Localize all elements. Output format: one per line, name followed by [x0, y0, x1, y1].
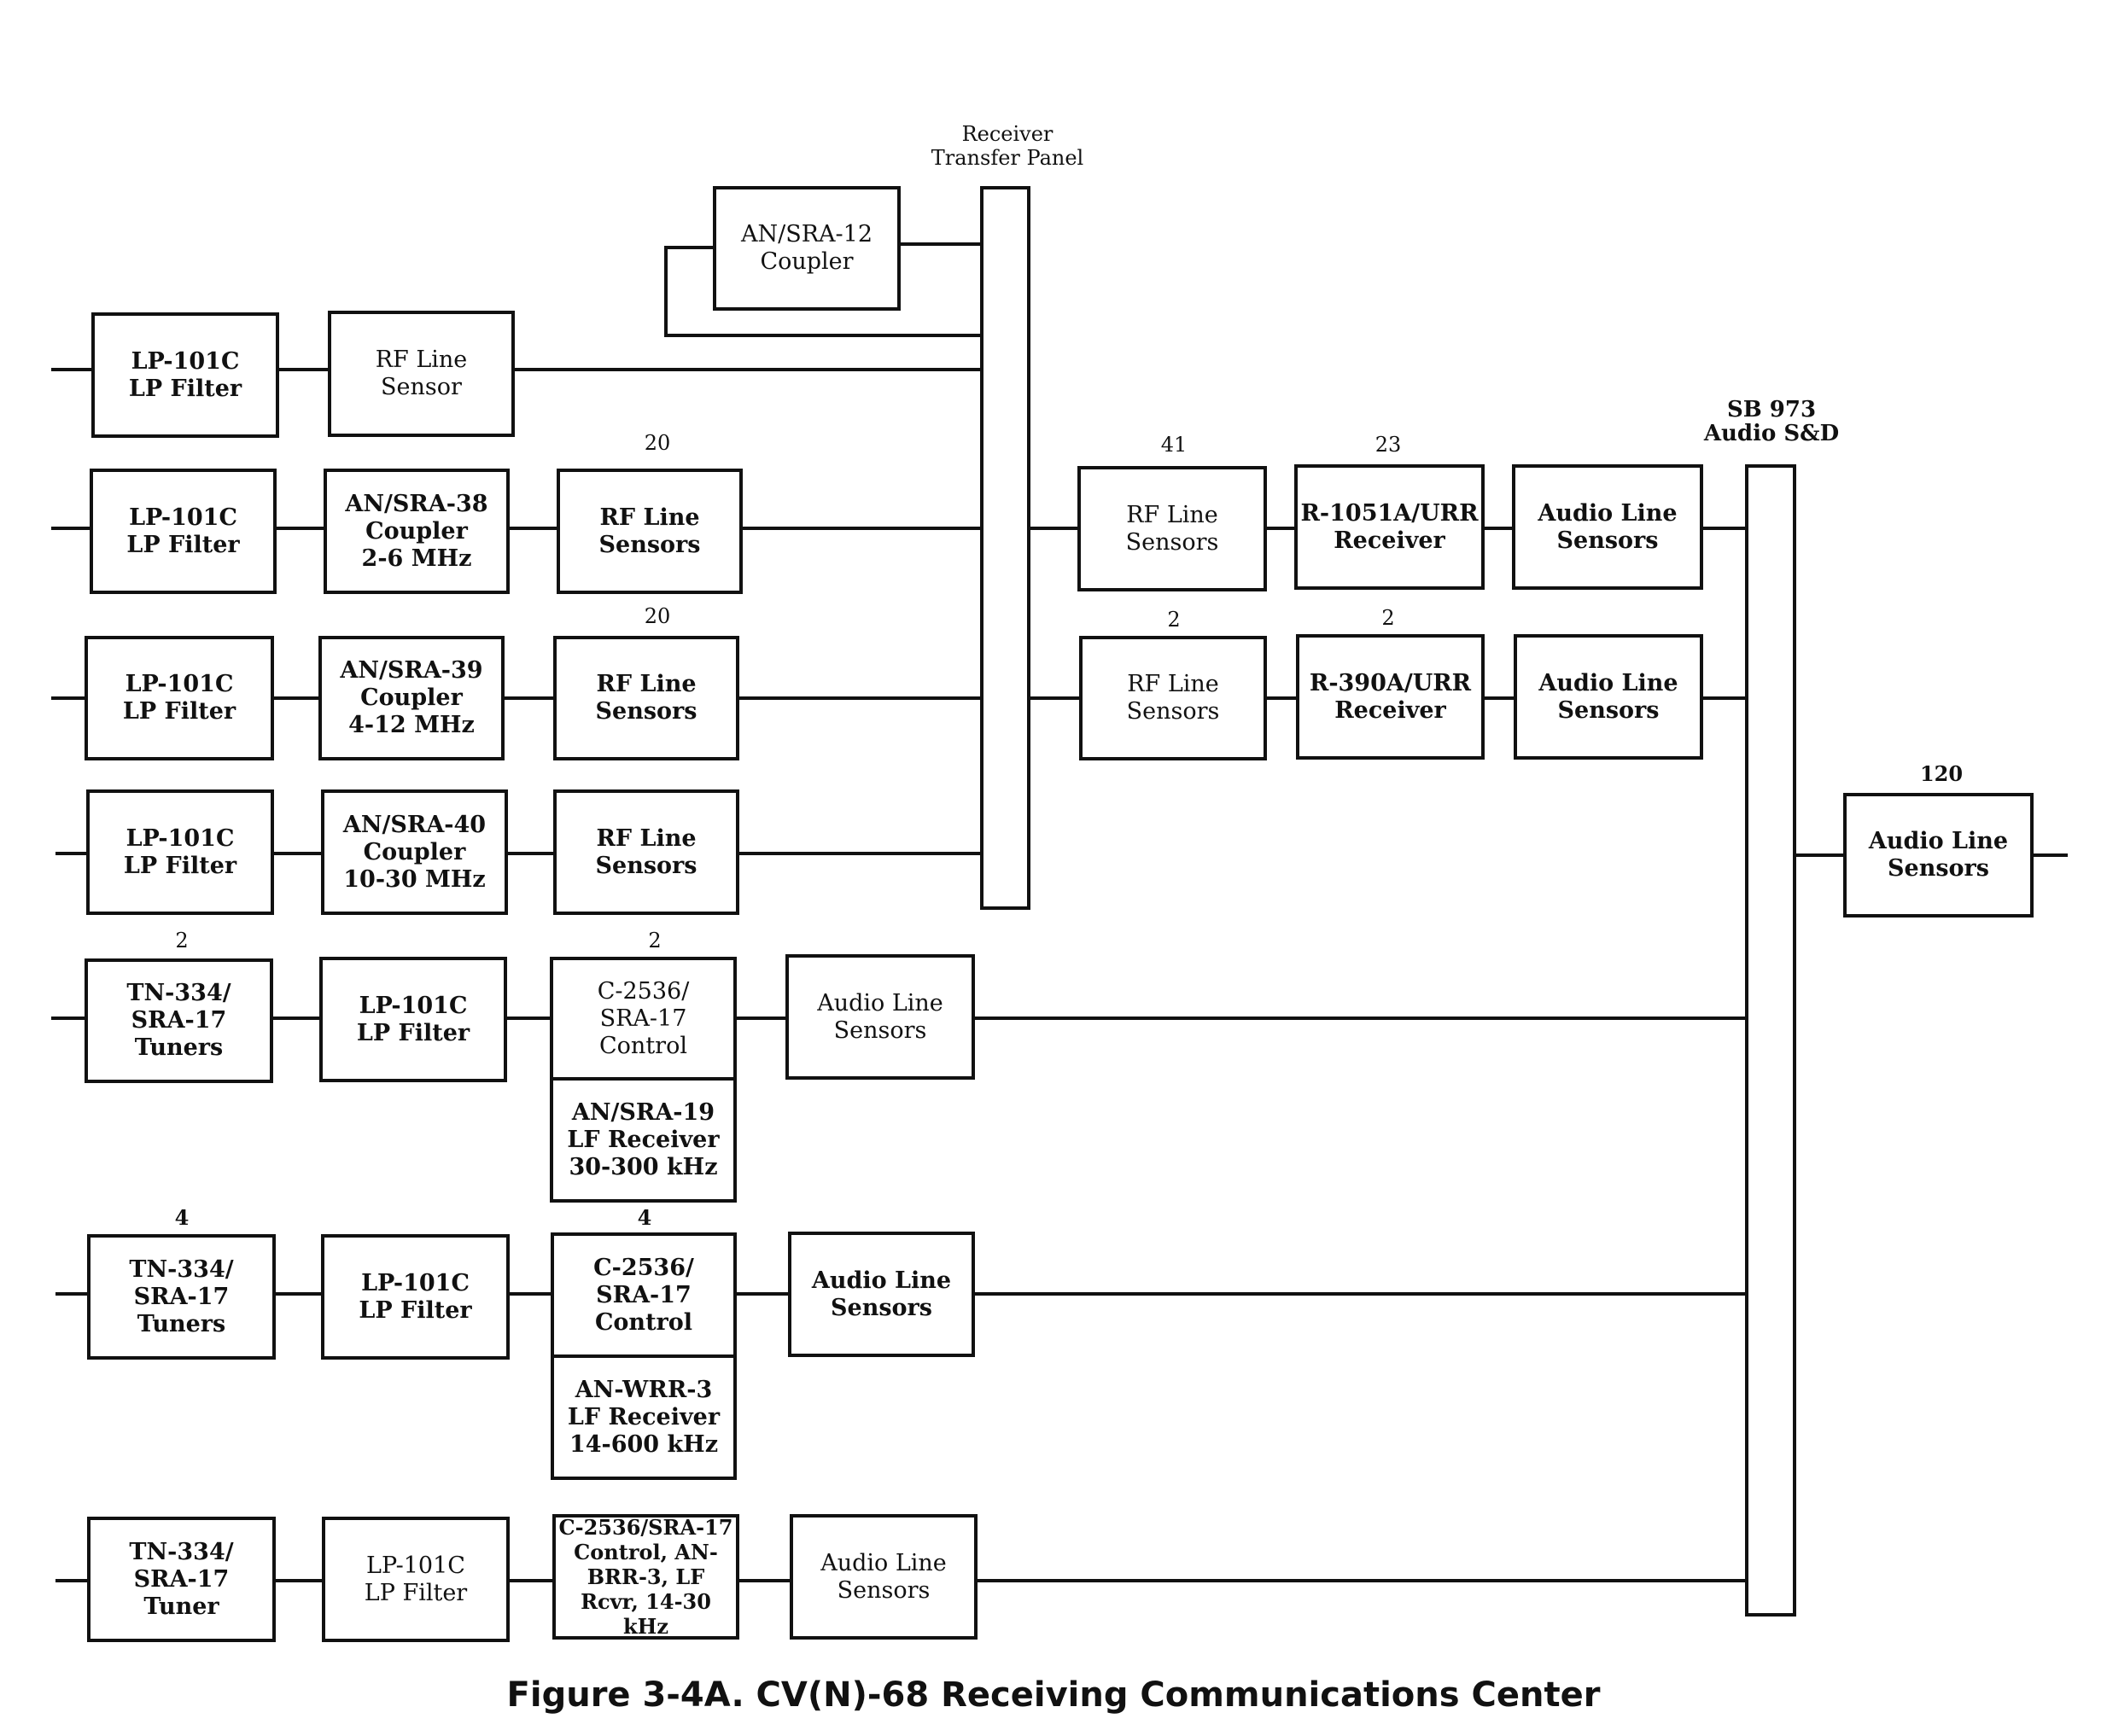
r-390a-urr-receiver-box: R-390A/URR Receiver: [1296, 634, 1485, 760]
r4-rf-line-sensors-box: RF Line Sensors: [553, 789, 739, 915]
an-sra-38-coupler-box: AN/SRA-38 Coupler 2-6 MHz: [324, 469, 510, 594]
r3-rf-line-sensors-box: RF Line Sensors: [553, 636, 739, 760]
an-sra-40-coupler-box: AN/SRA-40 Coupler 10-30 MHz: [321, 789, 508, 915]
r-1051a-urr-receiver-box: R-1051A/URR Receiver: [1294, 464, 1485, 590]
t1-c-2536-control-box: C-2536/ SRA-17 Control: [550, 957, 737, 1081]
count-m2-rf: 2: [1167, 608, 1181, 632]
r1-lp-filter-box: LP-101C LP Filter: [91, 312, 279, 438]
t1-audio-line-sensors-box: Audio Line Sensors: [785, 954, 975, 1080]
r2-rf-line-sensors-box: RF Line Sensors: [557, 469, 743, 594]
sb973-audio-panel: [1745, 464, 1796, 1617]
transfer-panel-label: Receiver Transfer Panel: [931, 122, 1084, 170]
r4-lp-filter-box: LP-101C LP Filter: [86, 789, 274, 915]
an-wrr-3-lf-receiver-box: AN-WRR-3 LF Receiver 14-600 kHz: [551, 1354, 737, 1480]
an-sra-12-coupler-box: AN/SRA-12 Coupler: [713, 186, 901, 311]
sb973-panel-label: SB 973 Audio S&D: [1703, 397, 1840, 446]
count-m1-rx: 23: [1375, 433, 1402, 457]
m2-audio-line-sensors-box: Audio Line Sensors: [1514, 634, 1703, 760]
count-t2-tuners: 4: [174, 1205, 190, 1230]
r1-rf-line-sensor-box: RF Line Sensor: [328, 311, 515, 437]
t3-audio-line-sensors-box: Audio Line Sensors: [790, 1514, 978, 1640]
count-t2-control: 4: [637, 1205, 652, 1230]
m1-rf-line-sensors-box: RF Line Sensors: [1077, 466, 1267, 591]
count-out: 120: [1919, 761, 1964, 786]
t1-tn-334-tuners-box: TN-334/ SRA-17 Tuners: [85, 958, 273, 1083]
count-r2-rf: 20: [644, 431, 671, 455]
figure-caption: Figure 3-4A. CV(N)-68 Receiving Communic…: [506, 1675, 1601, 1715]
count-t1-control: 2: [648, 929, 662, 952]
count-m2-rx: 2: [1381, 606, 1395, 630]
t2-lp-filter-box: LP-101C LP Filter: [321, 1234, 510, 1360]
count-m1-rf: 41: [1160, 433, 1188, 457]
t1-lp-filter-box: LP-101C LP Filter: [319, 957, 507, 1082]
m1-audio-line-sensors-box: Audio Line Sensors: [1512, 464, 1703, 590]
t2-audio-line-sensors-box: Audio Line Sensors: [788, 1232, 975, 1357]
t3-tn-334-tuner-box: TN-334/ SRA-17 Tuner: [87, 1517, 276, 1642]
output-audio-line-sensors-box: Audio Line Sensors: [1843, 793, 2034, 918]
m2-rf-line-sensors-box: RF Line Sensors: [1079, 636, 1267, 760]
count-t1-tuners: 2: [175, 929, 189, 952]
an-sra-39-coupler-box: AN/SRA-39 Coupler 4-12 MHz: [318, 636, 505, 760]
t2-tn-334-tuners-box: TN-334/ SRA-17 Tuners: [87, 1234, 276, 1360]
an-sra-19-lf-receiver-box: AN/SRA-19 LF Receiver 30-300 kHz: [550, 1077, 737, 1203]
r2-lp-filter-box: LP-101C LP Filter: [90, 469, 277, 594]
t2-c-2536-control-box: C-2536/ SRA-17 Control: [551, 1232, 737, 1358]
t3-lp-filter-box: LP-101C LP Filter: [322, 1517, 510, 1642]
wire-sra12-loop: [664, 246, 982, 337]
r3-lp-filter-box: LP-101C LP Filter: [85, 636, 274, 760]
t3-c-2536-control-box: C-2536/SRA-17 Control, AN- BRR-3, LF Rcv…: [552, 1514, 739, 1640]
receiver-transfer-panel: [980, 186, 1030, 910]
count-r3-rf: 20: [644, 604, 671, 628]
